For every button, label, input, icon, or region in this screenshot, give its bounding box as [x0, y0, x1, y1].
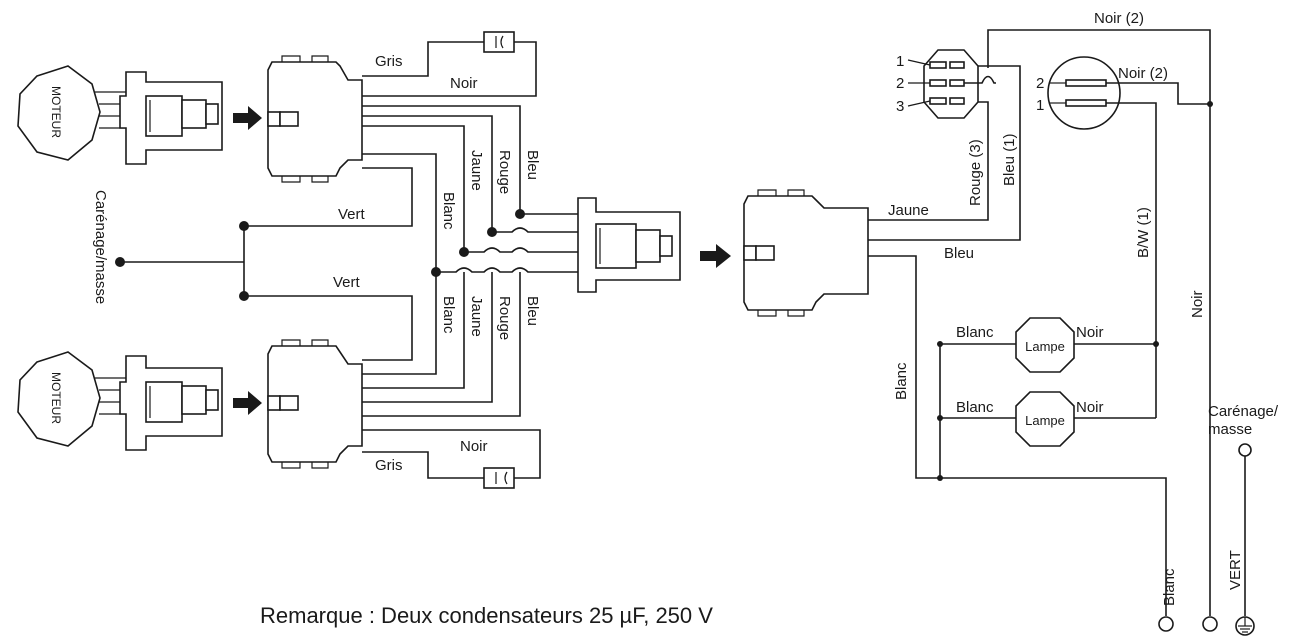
switch2-pin2: 2: [1036, 75, 1044, 92]
switch3-pin1: 1: [896, 53, 904, 70]
motor-top-body: [17, 65, 101, 161]
wire-label-noir-bottom: Noir: [460, 438, 488, 455]
motor-bottom-plug: [119, 355, 223, 451]
wire-label-rouge-bottom: Rouge: [496, 296, 513, 340]
motor-top-label: MOTEUR: [49, 86, 63, 138]
footnote: Remarque : Deux condensateurs 25 µF, 250…: [260, 603, 713, 628]
connector-bottom: [267, 339, 363, 469]
switch3-pin3: 3: [896, 98, 904, 115]
wire-label-noir-lamp1: Noir: [1076, 324, 1104, 341]
terminal-noir: [1202, 616, 1218, 632]
speed-switch: 1 2 3: [896, 49, 979, 119]
wire-label-jaune-bottom: Jaune: [468, 296, 485, 337]
lamp-bottom: Lampe: [1015, 391, 1075, 447]
wire-label-vert-bottom: Vert: [333, 274, 361, 291]
wire-label-gris-top: Gris: [375, 53, 403, 70]
wire-label-blanc-terminal: Blanc: [1161, 568, 1178, 606]
wire-label-noir-top-right: Noir (2): [1094, 10, 1144, 27]
center-plug: [577, 197, 681, 293]
wire-label-rouge-top: Rouge: [496, 150, 513, 194]
wire-label-blanc-lamp1: Blanc: [956, 324, 994, 341]
motor-top: MOTEUR: [17, 65, 126, 161]
wire-label-rouge-3: Rouge (3): [967, 139, 984, 206]
lamp-top: Lampe: [1015, 317, 1075, 373]
terminal-blanc: [1158, 616, 1174, 632]
wire-label-bleu-bottom: Bleu: [524, 296, 541, 326]
wire-label-bleu-1: Bleu (1): [1001, 133, 1018, 186]
lamp-switch: 2 1: [1036, 56, 1121, 130]
arrow-icon: [233, 391, 262, 415]
ground-right-label-2: masse: [1208, 421, 1252, 438]
lamp-bottom-label: Lampe: [1025, 413, 1065, 428]
ground-right-label-1: Carénage/: [1208, 403, 1279, 420]
wire-label-jaune-right: Jaune: [888, 202, 929, 219]
switch3-pin2: 2: [896, 75, 904, 92]
connector-right: [743, 189, 869, 317]
switch2-pin1: 1: [1036, 97, 1044, 114]
arrow-icon: [700, 244, 731, 268]
wire-label-bleu-right: Bleu: [944, 245, 974, 262]
wire-label-bleu-top: Bleu: [524, 150, 541, 180]
capacitor-top: [483, 31, 515, 53]
wire-label-vert-terminal: VERT: [1227, 550, 1244, 590]
wire-label-noir-switch2: Noir (2): [1118, 65, 1168, 82]
lamp-top-label: Lampe: [1025, 339, 1065, 354]
wire-label-noir-vertical: Noir: [1189, 290, 1206, 318]
motor-bottom-body: [17, 351, 101, 447]
arrow-icon: [233, 106, 262, 130]
connector-top: [267, 55, 363, 183]
wire-label-noir-top: Noir: [450, 75, 478, 92]
motor-bottom: MOTEUR: [17, 351, 126, 447]
wire-label-blanc-top: Blanc: [440, 192, 457, 230]
wire-label-blanc-lamp2: Blanc: [956, 399, 994, 416]
wire-label-blanc-right: Blanc: [893, 362, 910, 400]
motor-top-plug: [119, 71, 223, 165]
capacitor-bottom: [483, 467, 515, 489]
wire-label-vert-top: Vert: [338, 206, 366, 223]
wire-label-jaune-top: Jaune: [468, 150, 485, 191]
wire-label-blanc-bottom: Blanc: [440, 296, 457, 334]
wire-label-bw-1: B/W (1): [1135, 207, 1152, 258]
motor-bottom-label: MOTEUR: [49, 372, 63, 424]
wire-label-gris-bottom: Gris: [375, 457, 403, 474]
ground-left-label: Carénage/masse: [92, 190, 109, 304]
wire-label-noir-lamp2: Noir: [1076, 399, 1104, 416]
